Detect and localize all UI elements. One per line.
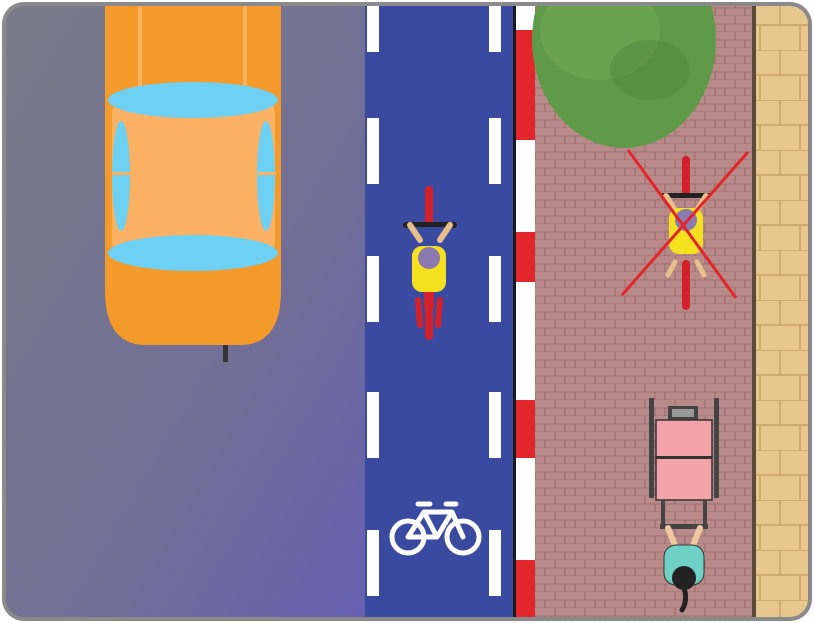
car-icon (105, 0, 281, 362)
curb (513, 0, 535, 623)
wall (756, 0, 814, 623)
